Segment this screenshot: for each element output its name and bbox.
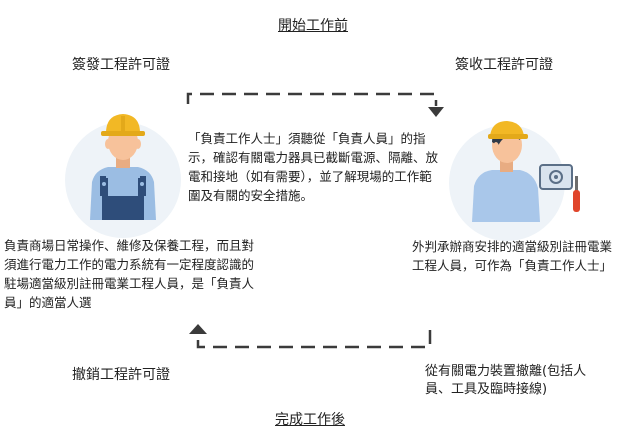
- label-revoke-permit: 撤銷工程許可證: [72, 367, 170, 383]
- arrow-head-up-icon: [189, 324, 207, 334]
- label-issue-permit: 簽發工程許可證: [72, 57, 170, 73]
- engineer-right-illustration: [449, 121, 580, 241]
- right-description: 外判承辦商安排的適當級別註冊電業工程人員，可作為「負責工作人士」: [412, 239, 613, 273]
- engineer-left-illustration: [65, 114, 181, 238]
- label-receive-permit: 簽收工程許可證: [455, 57, 553, 73]
- arrow-head-down-icon: [428, 107, 444, 117]
- screwdriver-icon: [575, 176, 578, 192]
- bottom-flow-arrow: [189, 324, 432, 349]
- top-heading: 開始工作前: [278, 18, 348, 34]
- center-description: 「負責工作人士」須聽從「負責人員」的指示，確認有關電力器具已截斷電源、隔離、放電…: [188, 131, 439, 203]
- left-description: 負責商場日常操作、維修及保養工程，而且對須進行電力工作的電力系統有一定程度認識的…: [4, 238, 255, 310]
- top-flow-arrow: [186, 92, 444, 117]
- bottom-heading: 完成工作後: [275, 412, 345, 428]
- label-withdraw-from-installation: 從有關電力裝置撤離(包括人員、工具及臨時接線): [425, 364, 587, 397]
- helmet-icon: [490, 121, 524, 136]
